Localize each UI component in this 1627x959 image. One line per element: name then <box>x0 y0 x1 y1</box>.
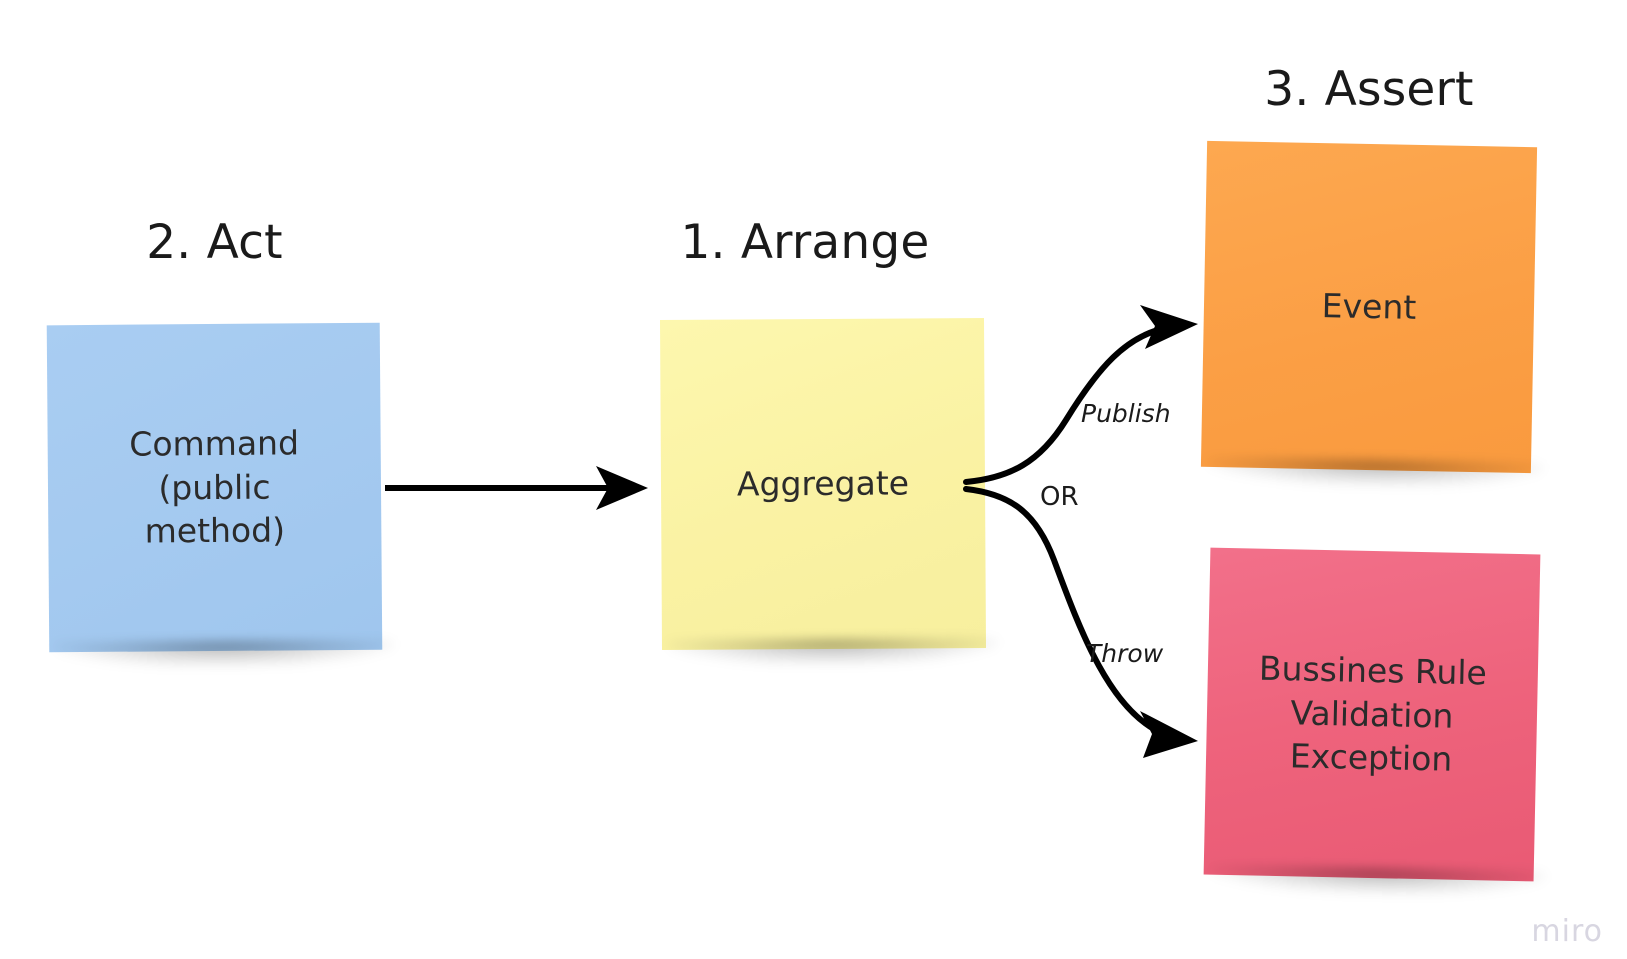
edge-label-publish: Publish <box>1081 399 1171 428</box>
arrowhead-icon <box>1140 711 1198 758</box>
edge-label-or: OR <box>1040 482 1079 512</box>
connector-aggregate-to-event <box>963 305 1198 485</box>
sticky-note-aggregate-label: Aggregate <box>736 463 910 504</box>
sticky-note-event[interactable]: Event <box>1200 140 1538 474</box>
section-title-assert: 3. Assert <box>1264 62 1474 117</box>
connector-curve <box>963 486 1167 737</box>
edge-label-throw: Throw <box>1086 639 1164 668</box>
sticky-note-event-label: Event <box>1321 286 1417 328</box>
sticky-note-aggregate[interactable]: Aggregate <box>659 318 987 650</box>
miro-watermark: miro <box>1531 914 1603 949</box>
connector-command-to-aggregate <box>385 466 648 510</box>
section-title-arrange: 1. Arrange <box>680 215 930 270</box>
connector-aggregate-to-exception <box>963 486 1198 758</box>
section-title-act: 2. Act <box>146 215 283 270</box>
arrowhead-icon <box>1140 305 1198 349</box>
arrowhead-icon <box>596 466 648 510</box>
